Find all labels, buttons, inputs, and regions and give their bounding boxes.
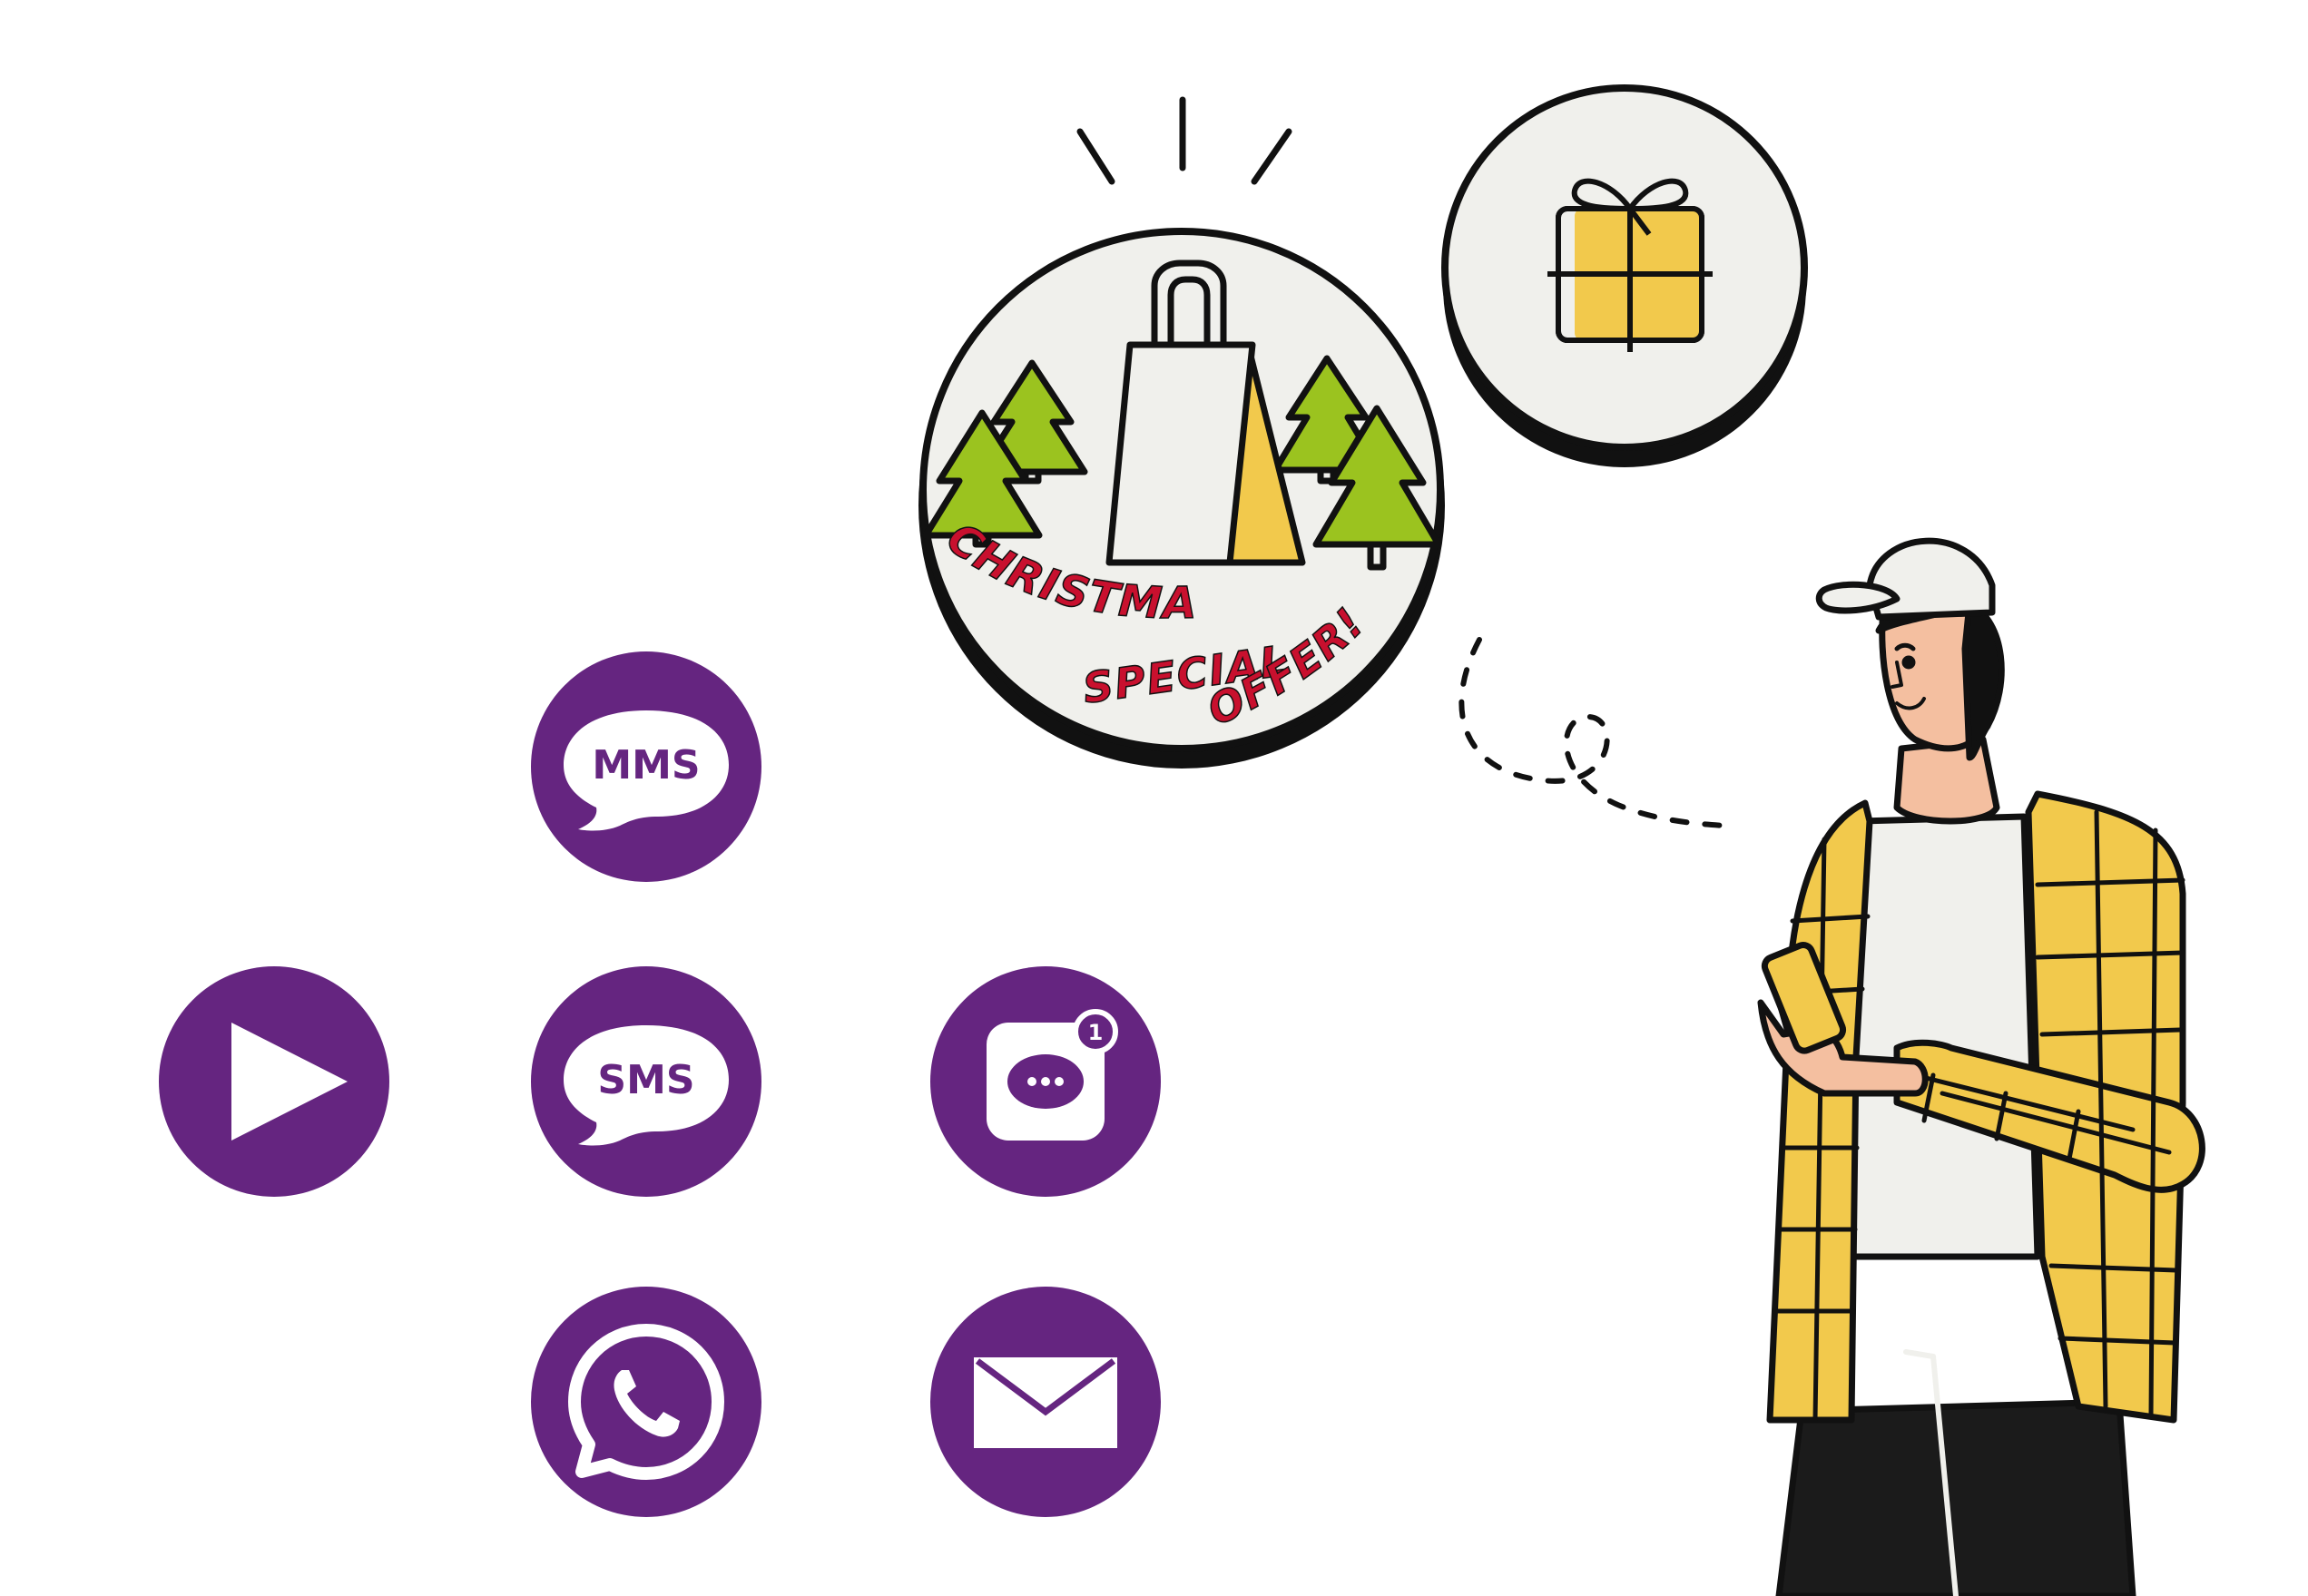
sparkle-line — [1076, 128, 1115, 185]
christmas-tree-icon — [1312, 405, 1442, 571]
mms-channel: MMS — [531, 651, 761, 882]
email-channel — [930, 1287, 1161, 1517]
sms-bubble-icon: SMS — [531, 966, 761, 1197]
envelope-icon — [930, 1287, 1161, 1517]
mms-label: MMS — [592, 742, 700, 788]
chat-app-icon: 1 — [930, 966, 1161, 1197]
christmas-tree-icon — [977, 359, 1088, 485]
video-channel — [159, 966, 389, 1197]
man-with-phone-illustration — [1757, 537, 2205, 1596]
christmas-tree-icon — [922, 409, 1043, 548]
gift-badge — [1441, 84, 1808, 467]
shopping-bag-icon — [1105, 259, 1306, 566]
sparkle-line — [1251, 128, 1292, 185]
chat-app-channel: 1 — [930, 966, 1161, 1197]
whatsapp-channel — [531, 1287, 761, 1517]
notification-badge: 1 — [1088, 1020, 1104, 1045]
smartphone-icon — [1761, 942, 1847, 1054]
sms-label: SMS — [597, 1057, 694, 1103]
play-icon — [159, 966, 389, 1197]
gift-box-icon — [1547, 178, 1713, 352]
mms-bubble-icon: MMS — [531, 651, 761, 882]
dashed-connector — [1458, 637, 1727, 828]
whatsapp-icon — [531, 1287, 761, 1517]
sms-channel: SMS — [531, 966, 761, 1197]
